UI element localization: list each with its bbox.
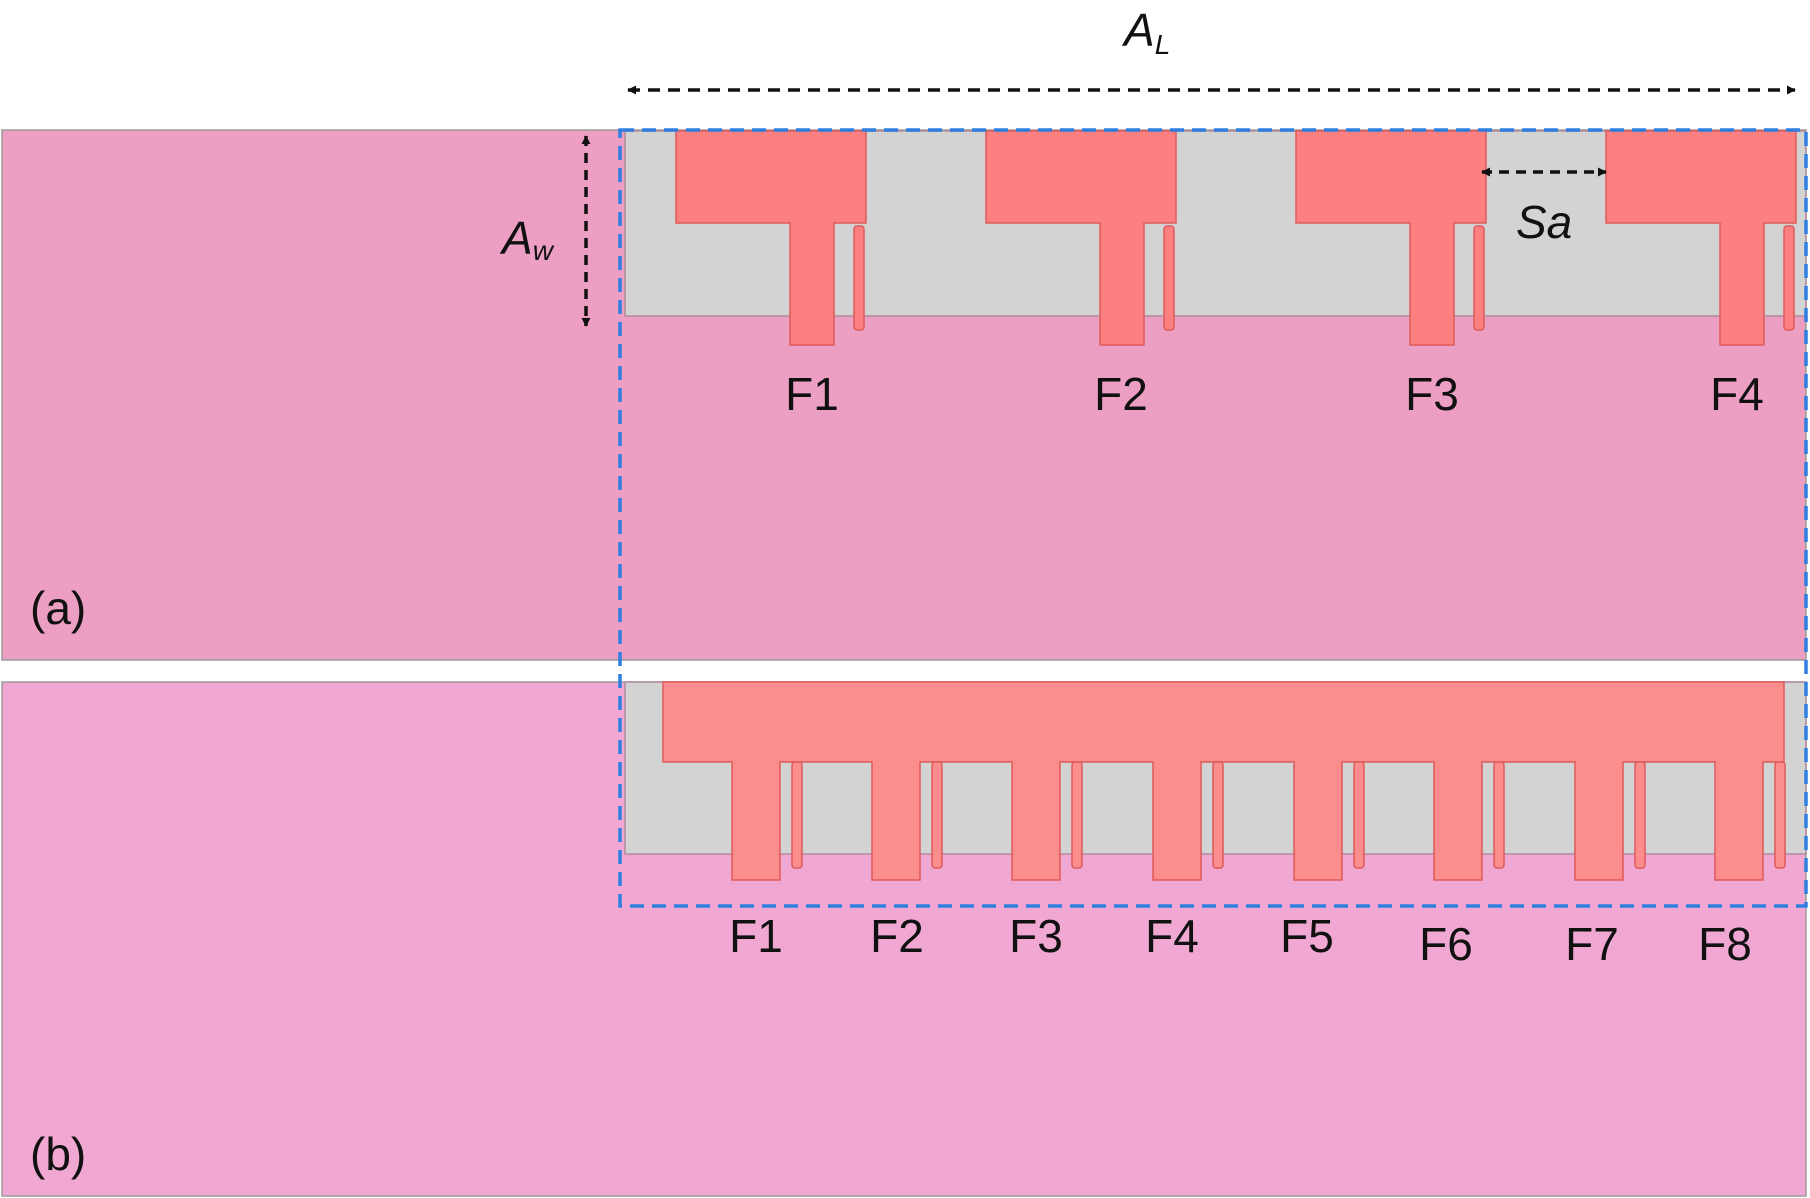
finger-b-label-7: F7 — [1565, 918, 1619, 970]
panel-a: F1 F2 F3 F4 (a) — [1, 129, 1807, 661]
finger-a-label-3: F3 — [1405, 368, 1459, 420]
finger-b-label-6: F6 — [1419, 918, 1473, 970]
finger-b-label-8: F8 — [1698, 918, 1752, 970]
finger-b-slot-2 — [931, 761, 943, 869]
finger-a-label-2: F2 — [1094, 368, 1148, 420]
finger-b-slot-5 — [1353, 761, 1365, 869]
finger-a-slot-1 — [853, 225, 865, 331]
width-label-main: A — [499, 212, 533, 264]
finger-b-slot-6 — [1493, 761, 1505, 869]
finger-a-2 — [985, 130, 1177, 346]
finger-b-label-1: F1 — [729, 910, 783, 962]
length-dimension: AL — [627, 4, 1796, 95]
finger-a-1 — [675, 130, 867, 346]
finger-b-slot-7 — [1634, 761, 1646, 869]
finger-a-4 — [1605, 130, 1797, 346]
length-label-sub: L — [1155, 29, 1171, 60]
length-label: AL — [1121, 4, 1170, 60]
finger-b-bar — [662, 681, 1785, 881]
width-label-sub: w — [533, 235, 555, 266]
panel-b-finger-labels: F1 F2 F3 F4 F5 F6 F7 F8 — [729, 910, 1752, 970]
finger-a-3 — [1295, 130, 1487, 346]
finger-a-label-4: F4 — [1710, 368, 1764, 420]
finger-b-label-5: F5 — [1280, 910, 1334, 962]
width-dimension: Aw — [499, 135, 591, 327]
finger-b-slot-1 — [791, 761, 803, 869]
panel-a-fingers — [675, 130, 1797, 346]
finger-b-slot-4 — [1212, 761, 1224, 869]
spacing-label: Sa — [1516, 196, 1572, 248]
panel-a-finger-labels: F1 F2 F3 F4 — [785, 368, 1764, 420]
finger-a-slot-4 — [1783, 225, 1795, 331]
panel-b-fingers — [662, 681, 1786, 881]
finger-b-label-4: F4 — [1145, 910, 1199, 962]
finger-b-label-3: F3 — [1009, 910, 1063, 962]
width-label: Aw — [499, 212, 555, 266]
dashed-outline — [618, 128, 1808, 908]
panel-a-label: (a) — [30, 582, 86, 634]
finger-b-slot-3 — [1071, 761, 1083, 869]
finger-a-slot-3 — [1473, 225, 1485, 331]
panel-b-label: (b) — [30, 1128, 86, 1180]
panel-b: F1 F2 F3 F4 F5 F6 F7 F8 (b) — [1, 681, 1807, 1197]
finger-a-slot-2 — [1163, 225, 1175, 331]
finger-b-slot-8 — [1774, 761, 1786, 869]
spacing-dimension: Sa — [1481, 167, 1607, 248]
length-label-main: A — [1121, 4, 1155, 56]
finger-b-label-2: F2 — [870, 910, 924, 962]
finger-a-label-1: F1 — [785, 368, 839, 420]
